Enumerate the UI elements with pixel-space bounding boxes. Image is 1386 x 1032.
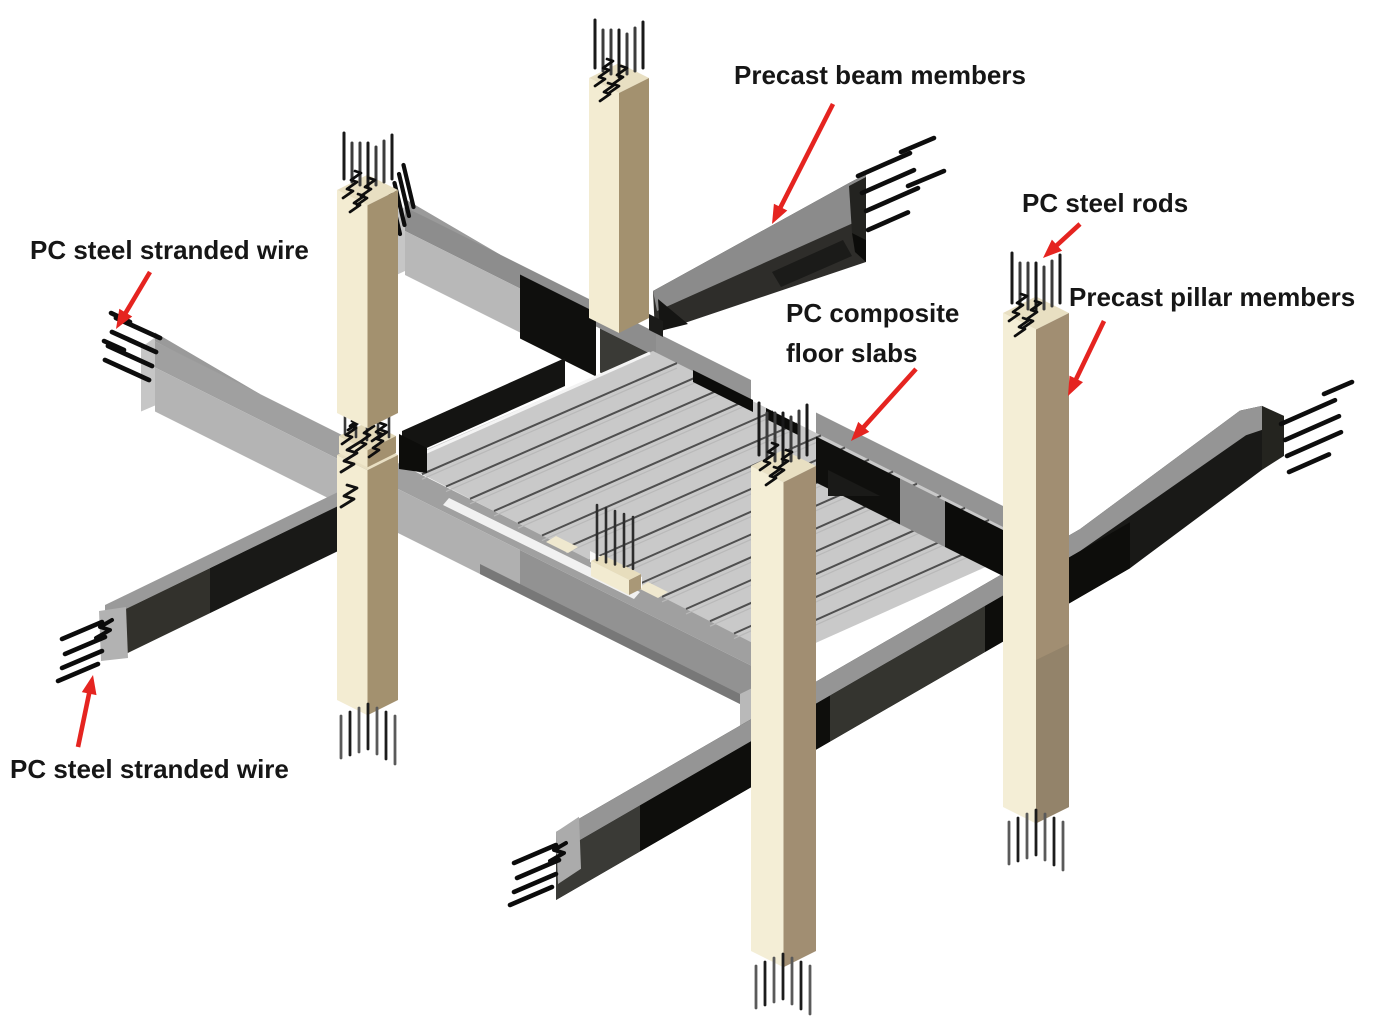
svg-text:Precast beam members: Precast beam members (734, 60, 1026, 90)
svg-text:PC steel stranded wire: PC steel stranded wire (30, 235, 309, 265)
svg-text:floor slabs: floor slabs (786, 338, 917, 368)
svg-text:Precast pillar members: Precast pillar members (1069, 282, 1355, 312)
svg-text:PC composite: PC composite (786, 298, 959, 328)
svg-text:PC steel stranded wire: PC steel stranded wire (10, 754, 289, 784)
svg-text:PC steel rods: PC steel rods (1022, 188, 1188, 218)
